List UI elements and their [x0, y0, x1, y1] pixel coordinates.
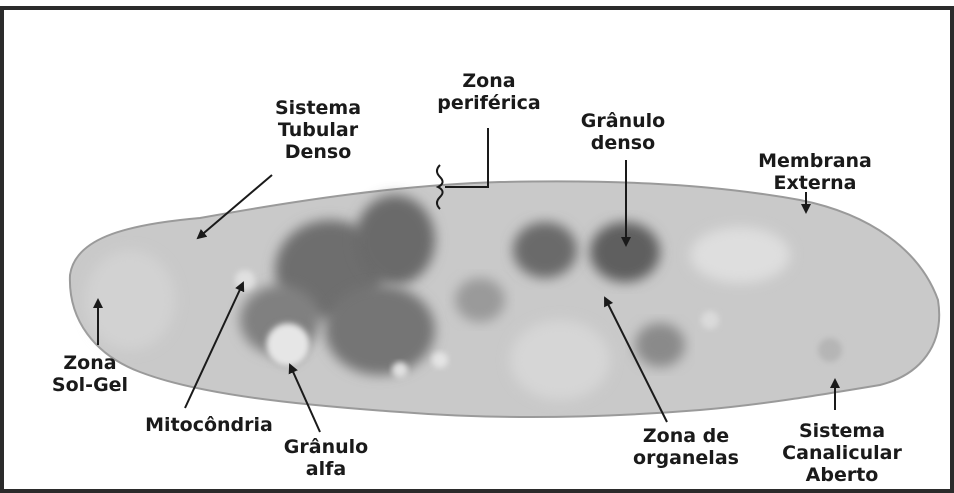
platelet-body [70, 181, 939, 417]
label-zona-sol-gel: Zona Sol-Gel [52, 352, 128, 396]
label-sistema-canalicular-aberto: Sistema Canalicular Aberto [782, 420, 902, 486]
label-zona-de-organelas: Zona de organelas [633, 425, 739, 469]
label-sistema-tubular-denso: Sistema Tubular Denso [275, 97, 361, 163]
label-mitocondria: Mitocôndria [145, 414, 273, 436]
label-granulo-denso: Grânulo denso [581, 110, 665, 154]
label-membrana-externa: Membrana Externa [758, 150, 872, 194]
label-granulo-alfa: Grânulo alfa [284, 436, 368, 480]
label-zona-periferica: Zona periférica [437, 70, 541, 114]
